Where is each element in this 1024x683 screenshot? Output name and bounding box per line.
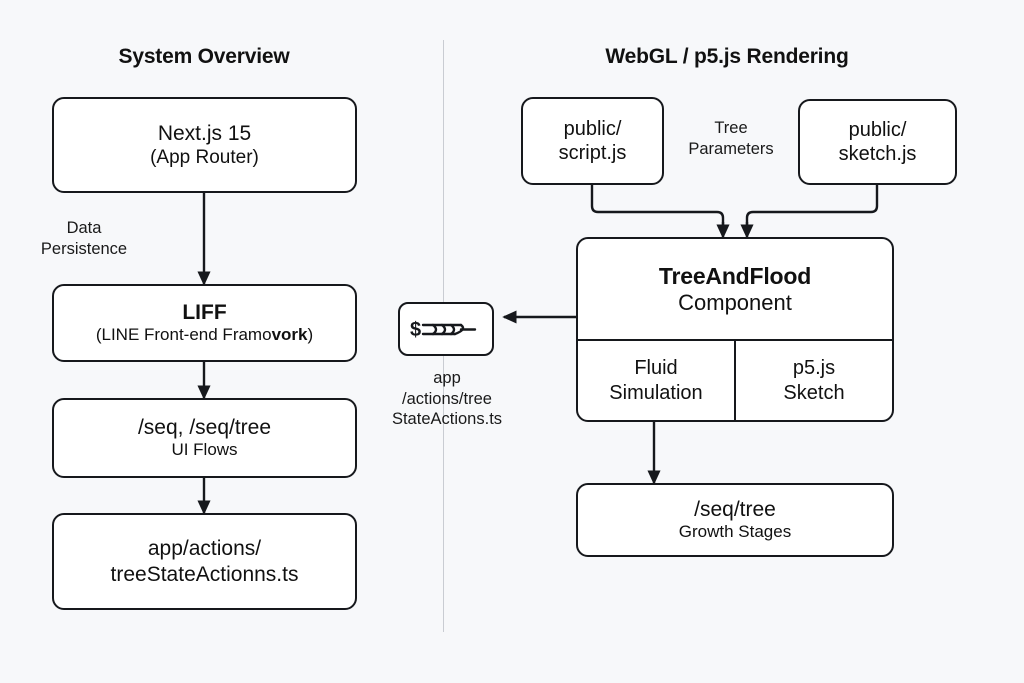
node-public-sketch-line1: public/ — [848, 118, 907, 141]
edge-label-tree-parameters: Tree Parameters — [688, 119, 774, 158]
subcell-p5js-sketch-line2: Sketch — [783, 381, 845, 404]
node-nextjs[interactable]: Next.js 15 (App Router) — [52, 97, 357, 193]
treeandflood-header: TreeAndFlood Component — [578, 239, 892, 339]
node-seq-tree-growth-line2: Growth Stages — [678, 522, 792, 542]
treeandflood-subcells: Fluid Simulation p5.js Sketch — [578, 339, 892, 420]
treeandflood-subtitle: Component — [678, 289, 792, 315]
node-liff-line2: (LINE Front-end Framovork) — [96, 325, 313, 346]
node-nextjs-line2: (App Router) — [150, 147, 259, 169]
node-public-sketch[interactable]: public/ sketch.js — [798, 99, 957, 185]
node-seq-tree-growth-line1: /seq/tree — [694, 497, 776, 521]
elbow-script-to-component — [590, 185, 725, 230]
node-public-script-line2: script.js — [558, 142, 627, 164]
node-seq-ui-flows-line2: UI Flows — [171, 440, 238, 460]
edge-label-data-persistence: Data Persistence — [40, 219, 128, 258]
left-column-title: System Overview — [118, 45, 290, 68]
node-liff-line2-bold: vork — [271, 325, 308, 345]
node-seq-ui-flows[interactable]: /seq, /seq/tree UI Flows — [52, 398, 357, 478]
treeandflood-title: TreeAndFlood — [658, 262, 812, 289]
subcell-fluid-simulation-line2: Simulation — [609, 381, 703, 404]
subcell-p5js-sketch-line1: p5.js — [792, 357, 836, 380]
right-column-title: WebGL / p5.js Rendering — [605, 45, 849, 68]
node-public-script-line1: public/ — [563, 117, 622, 140]
server-action-chip[interactable]: $ — [398, 302, 494, 356]
subcell-fluid-simulation-line1: Fluid — [634, 357, 678, 380]
node-liff-line2-post: ) — [307, 325, 314, 345]
node-seq-tree-growth[interactable]: /seq/tree Growth Stages — [576, 483, 894, 557]
node-public-script[interactable]: public/ script.js — [521, 97, 664, 185]
subcell-fluid-simulation[interactable]: Fluid Simulation — [578, 341, 734, 420]
server-action-glyph-icon: $ — [410, 319, 477, 341]
subcell-p5js-sketch[interactable]: p5.js Sketch — [734, 341, 892, 420]
node-liff-line1: LIFF — [182, 300, 227, 324]
node-treeandflood-component[interactable]: TreeAndFlood Component Fluid Simulation … — [576, 237, 894, 422]
node-nextjs-line1: Next.js 15 — [157, 121, 252, 145]
node-app-actions-line2: treeStateActionns.ts — [110, 562, 299, 586]
node-seq-ui-flows-line1: /seq, /seq/tree — [137, 415, 272, 439]
node-app-actions[interactable]: app/actions/ treeStateActionns.ts — [52, 513, 357, 610]
elbow-sketch-to-component — [745, 185, 879, 230]
node-liff[interactable]: LIFF (LINE Front-end Framovork) — [52, 284, 357, 362]
svg-text:$: $ — [410, 319, 421, 341]
node-liff-line2-pre: (LINE Front-end Framo — [95, 325, 272, 345]
server-action-caption: app /actions/tree StateActions.ts — [391, 369, 503, 429]
node-app-actions-line1: app/actions/ — [147, 536, 262, 560]
node-public-sketch-line2: sketch.js — [838, 143, 917, 165]
